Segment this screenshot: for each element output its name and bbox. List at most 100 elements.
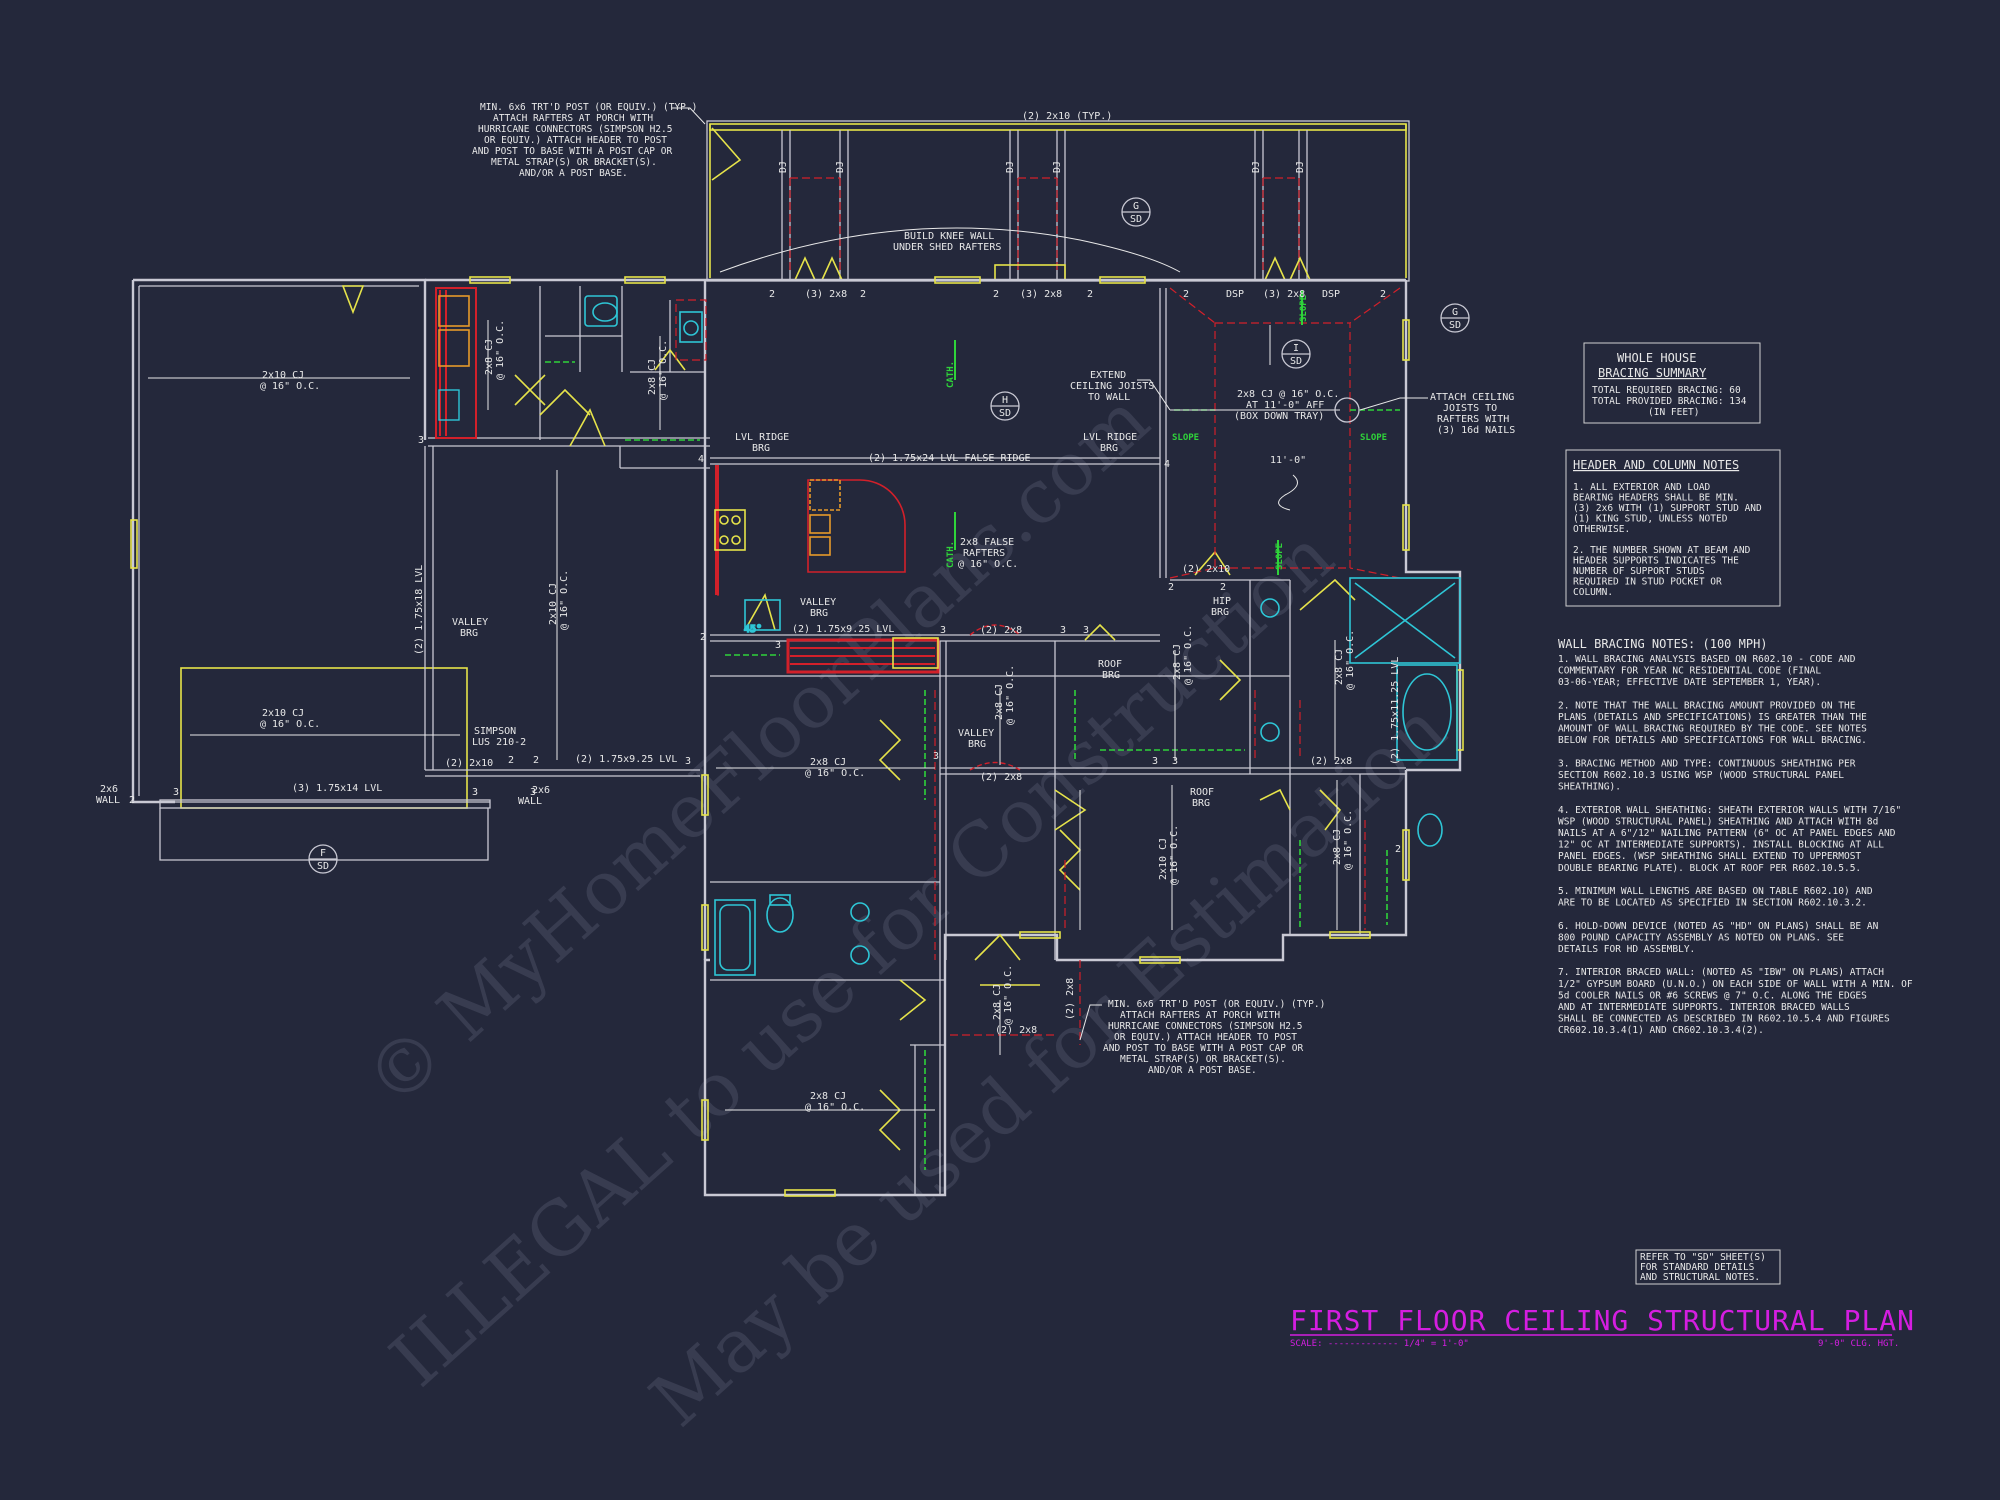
svg-text:@ 16" O.C.: @ 16" O.C.: [559, 570, 570, 630]
svg-text:SD: SD: [999, 408, 1011, 419]
note-line: ARE TO BE LOCATED AS SPECIFIED IN SECTIO…: [1558, 898, 1867, 909]
svg-text:BRACING SUMMARY: BRACING SUMMARY: [1598, 366, 1707, 380]
svg-text:WALL BRACING NOTES: (100 MPH): WALL BRACING NOTES: (100 MPH): [1558, 637, 1768, 651]
header-column-notes-panel: HEADER AND COLUMN NOTES 1. ALL EXTERIOR …: [1565, 449, 1781, 607]
rear-porch: (2) 2x10 (TYP.) BUILD KNEE WALL UNDER SH…: [706, 111, 1410, 282]
svg-text:DJ: DJ: [1295, 161, 1306, 173]
svg-text:METAL STRAP(S) OR BRACKET(S).: METAL STRAP(S) OR BRACKET(S).: [491, 157, 657, 168]
svg-text:2x8 CJ: 2x8 CJ: [484, 339, 495, 375]
drawing-title: FIRST FLOOR CEILING STRUCTURAL PLAN SCAL…: [1290, 1304, 1914, 1349]
svg-text:2x8 CJ: 2x8 CJ: [810, 1091, 846, 1102]
note-line: NUMBER OF SUPPORT STUDS: [1573, 566, 1705, 577]
svg-text:VALLEY: VALLEY: [452, 617, 488, 628]
svg-text:LUS 210-2: LUS 210-2: [472, 737, 526, 748]
svg-text:2x8 CJ: 2x8 CJ: [992, 984, 1003, 1020]
svg-text:AND/OR A POST BASE.: AND/OR A POST BASE.: [1148, 1065, 1257, 1076]
svg-text:ATTACH RAFTERS AT PORCH WITH: ATTACH RAFTERS AT PORCH WITH: [1120, 1010, 1280, 1021]
svg-text:(2) 2x8: (2) 2x8: [980, 772, 1022, 783]
svg-text:(3) 2x8: (3) 2x8: [805, 289, 847, 300]
note-line: (1) KING STUD, UNLESS NOTED: [1573, 514, 1728, 525]
svg-text:2: 2: [129, 795, 135, 806]
svg-text:VALLEY: VALLEY: [958, 728, 994, 739]
note-line: 1/2" GYPSUM BOARD (U.N.O.) ON EACH SIDE …: [1558, 979, 1913, 990]
svg-text:ATTACH CEILING: ATTACH CEILING: [1430, 392, 1514, 403]
svg-text:@ 16" O.C.: @ 16" O.C.: [1169, 825, 1180, 885]
svg-text:3: 3: [1152, 756, 1158, 767]
svg-text:(2) 2x10: (2) 2x10: [1182, 564, 1230, 575]
svg-text:DSP: DSP: [1322, 289, 1340, 300]
svg-text:(2) 1.75x24 LVL FALSE RIDGE: (2) 1.75x24 LVL FALSE RIDGE: [868, 453, 1031, 464]
porch-post-note-bottom: MIN. 6x6 TRT'D POST (OR EQUIV.) (TYP.) A…: [1079, 999, 1325, 1076]
windows: [469, 276, 1464, 1197]
svg-text:(2) 1.75x9.25 LVL: (2) 1.75x9.25 LVL: [575, 754, 677, 765]
svg-text:4: 4: [698, 454, 704, 465]
svg-text:2x6: 2x6: [532, 785, 550, 796]
svg-text:OR EQUIV.) ATTACH HEADER TO PO: OR EQUIV.) ATTACH HEADER TO POST: [484, 135, 667, 146]
svg-text:2: 2: [700, 632, 706, 643]
svg-text:BRG: BRG: [1100, 443, 1118, 454]
svg-text:(2) 1.75x11.25 LVL: (2) 1.75x11.25 LVL: [1390, 657, 1401, 765]
svg-text:2: 2: [1395, 844, 1401, 855]
svg-text:2x8 CJ: 2x8 CJ: [647, 359, 658, 395]
svg-text:2: 2: [1380, 289, 1386, 300]
tag-i-detail: I SD: [1281, 339, 1311, 369]
svg-text:ATTACH RAFTERS AT PORCH WITH: ATTACH RAFTERS AT PORCH WITH: [493, 113, 653, 124]
svg-text:WHOLE HOUSE: WHOLE HOUSE: [1617, 351, 1696, 365]
svg-text:F: F: [320, 848, 326, 859]
note-line: 2. NOTE THAT THE WALL BRACING AMOUNT PRO…: [1558, 700, 1856, 711]
svg-text:SD: SD: [317, 861, 329, 872]
svg-text:H: H: [1002, 395, 1008, 406]
svg-text:HURRICANE CONNECTORS (SIMPSON: HURRICANE CONNECTORS (SIMPSON H2.5: [1108, 1021, 1302, 1032]
svg-text:3: 3: [775, 640, 781, 651]
note-line: 1. ALL EXTERIOR AND LOAD: [1573, 482, 1711, 493]
slope-label-4: SLOPE: [1275, 543, 1285, 570]
svg-text:BRG: BRG: [1102, 670, 1120, 681]
note-line: 2. THE NUMBER SHOWN AT BEAM AND: [1573, 545, 1751, 556]
svg-text:2x8 FALSE: 2x8 FALSE: [960, 537, 1014, 548]
svg-text:RAFTERS: RAFTERS: [963, 548, 1005, 559]
svg-text:BRG: BRG: [752, 443, 770, 454]
note-line: 1. WALL BRACING ANALYSIS BASED ON R602.1…: [1558, 654, 1856, 665]
svg-text:@ 16" O.C.: @ 16" O.C.: [260, 719, 320, 730]
svg-text:(2) 1.75x18 LVL: (2) 1.75x18 LVL: [414, 565, 425, 655]
svg-text:3: 3: [472, 787, 478, 798]
svg-text:2x10 CJ: 2x10 CJ: [548, 583, 559, 625]
support-stud-counts: 3 4 4 2 2 2 2 2 2 2 3 3 3 3 2 2 3 3 2 3 …: [129, 289, 1401, 855]
svg-text:AT 11'-0" AFF: AT 11'-0" AFF: [1246, 400, 1324, 411]
plumbing-fixtures: 45°: [584, 295, 1461, 976]
cath-label-1: CATH.: [946, 361, 956, 388]
svg-text:2x10 CJ: 2x10 CJ: [262, 370, 304, 381]
svg-text:2x10 CJ: 2x10 CJ: [262, 708, 304, 719]
svg-text:2x8 CJ: 2x8 CJ: [994, 684, 1005, 720]
note-line: BELOW FOR DETAILS AND SPECIFICATIONS FOR…: [1558, 735, 1867, 746]
refer-note-box: REFER TO "SD" SHEET(S) FOR STANDARD DETA…: [1635, 1249, 1781, 1285]
svg-text:2: 2: [1183, 289, 1189, 300]
kitchen: [438, 295, 939, 669]
note-line: OTHERWISE.: [1573, 524, 1630, 535]
svg-text:3: 3: [933, 751, 939, 762]
svg-text:ROOF: ROOF: [1190, 787, 1214, 798]
svg-text:WALL: WALL: [518, 796, 542, 807]
svg-text:ROOF: ROOF: [1098, 659, 1122, 670]
svg-text:@ 16" O.C.: @ 16" O.C.: [1003, 965, 1014, 1025]
note-line: 800 POUND CAPACITY ASSEMBLY AS NOTED ON …: [1558, 932, 1844, 943]
svg-text:BRG: BRG: [810, 608, 828, 619]
note-line: SHALL BE CONNECTED AS DESCRIBED IN R602.…: [1558, 1014, 1890, 1025]
svg-text:3: 3: [1172, 756, 1178, 767]
svg-text:@ 16" O.C.: @ 16" O.C.: [260, 381, 320, 392]
note-line: 5. MINIMUM WALL LENGTHS ARE BASED ON TAB…: [1558, 886, 1873, 897]
svg-text:3: 3: [685, 756, 691, 767]
note-line: 7. INTERIOR BRACED WALL: (NOTED AS "IBW"…: [1558, 967, 1884, 978]
svg-text:VALLEY: VALLEY: [800, 597, 836, 608]
svg-text:DJ: DJ: [1251, 161, 1262, 173]
knee-wall-label-2: UNDER SHED RAFTERS: [893, 242, 1001, 253]
svg-text:DJ: DJ: [1005, 161, 1016, 173]
doors: [514, 348, 1356, 1151]
porch-post-note-top: MIN. 6x6 TRT'D POST (OR EQUIV.) (TYP.) A…: [472, 102, 706, 179]
svg-text:@ 16" O.C.: @ 16" O.C.: [495, 320, 506, 380]
svg-text:SD: SD: [1290, 356, 1302, 367]
svg-text:MIN. 6x6 TRT'D POST (OR EQUIV.: MIN. 6x6 TRT'D POST (OR EQUIV.) (TYP.): [1108, 999, 1325, 1010]
svg-text:LVL RIDGE: LVL RIDGE: [1083, 432, 1137, 443]
svg-text:2x8 CJ: 2x8 CJ: [1172, 644, 1183, 680]
svg-text:11'-0": 11'-0": [1270, 455, 1306, 466]
